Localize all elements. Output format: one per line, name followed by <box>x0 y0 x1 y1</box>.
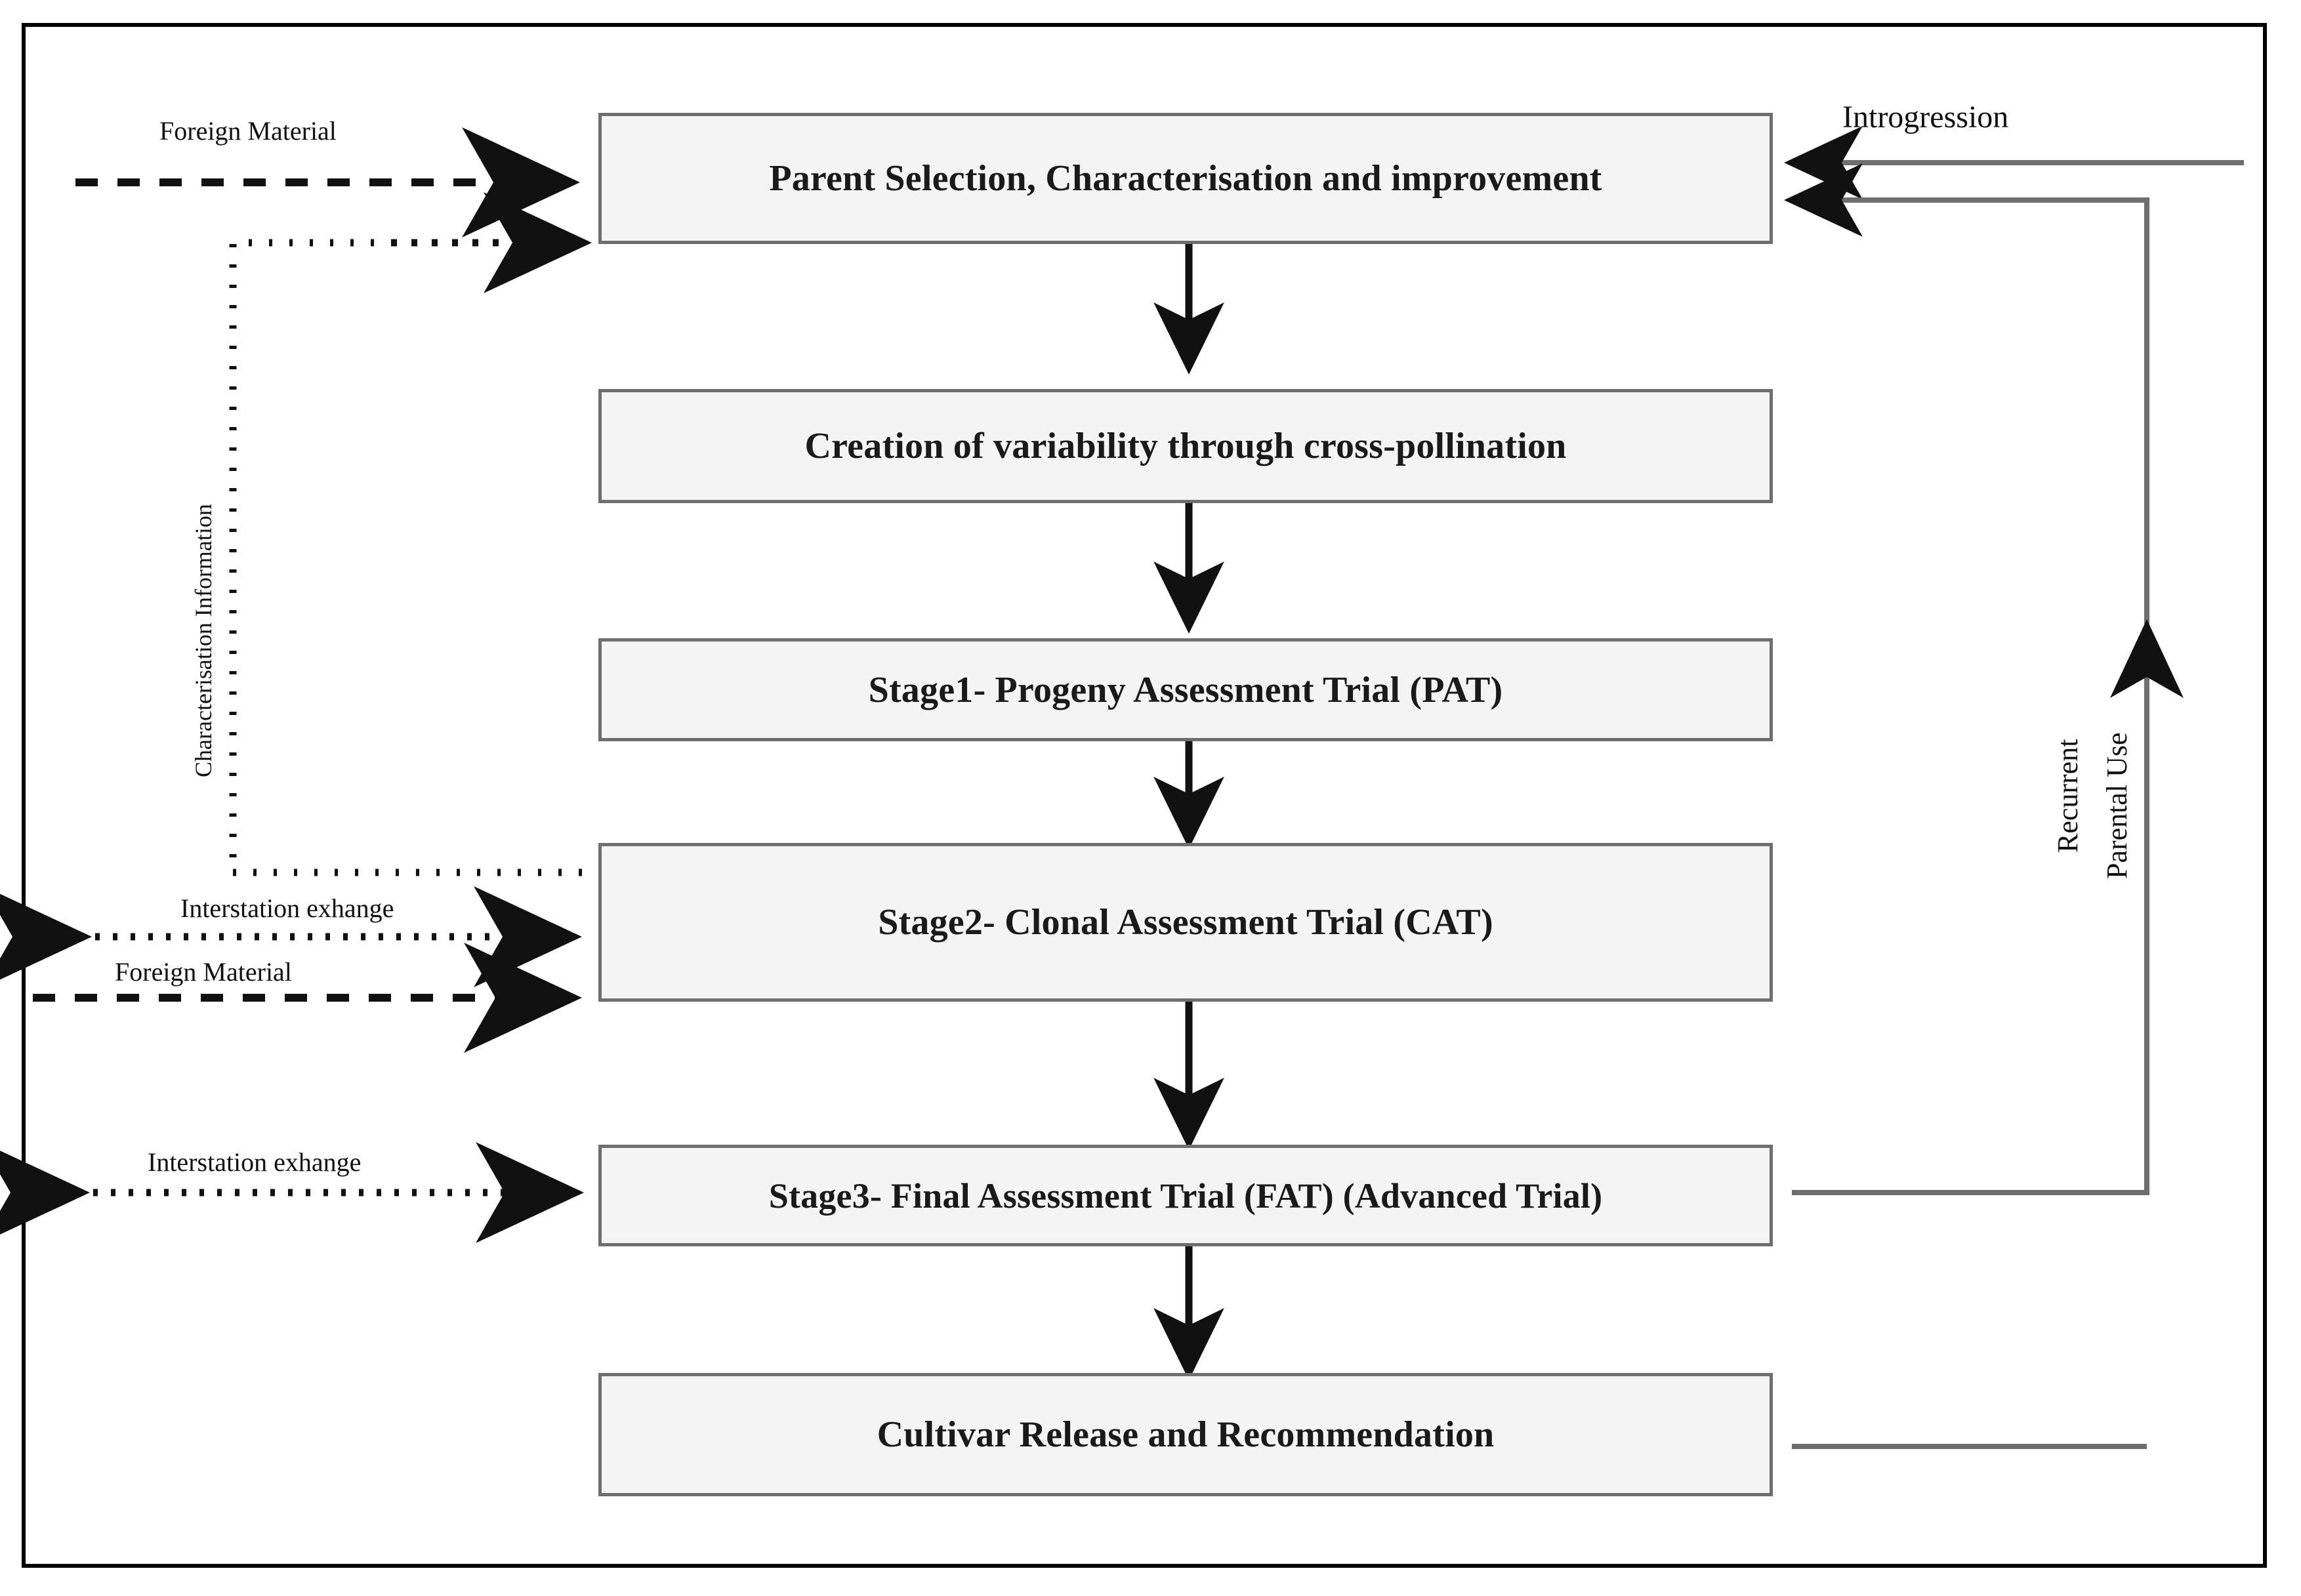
node-label: Creation of variability through cross-po… <box>804 426 1567 466</box>
edge-label-foreign-material-top: Foreign Material <box>159 116 337 146</box>
edge-label-recurrent-parental-use-line2: Parental Use <box>2101 732 2133 879</box>
node-creation-of-variability[interactable]: Creation of variability through cross-po… <box>598 389 1773 503</box>
node-label: Cultivar Release and Recommendation <box>877 1414 1495 1455</box>
node-stage1-pat[interactable]: Stage1- Progeny Assessment Trial (PAT) <box>598 638 1773 741</box>
edge-label-introgression: Introgression <box>1842 100 2009 134</box>
node-label: Parent Selection, Characterisation and i… <box>769 158 1602 199</box>
edge-label-interstation-exchange-stage3: Interstation exhange <box>148 1147 362 1177</box>
node-cultivar-release[interactable]: Cultivar Release and Recommendation <box>598 1373 1773 1496</box>
edge-label-foreign-material-stage2: Foreign Material <box>115 957 292 987</box>
node-stage2-cat[interactable]: Stage2- Clonal Assessment Trial (CAT) <box>598 843 1773 1002</box>
node-label: Stage3- Final Assessment Trial (FAT) (Ad… <box>768 1176 1603 1216</box>
edge-label-recurrent-parental-use-line1: Recurrent <box>2052 739 2084 853</box>
figure-frame <box>22 23 2267 1568</box>
node-label: Stage2- Clonal Assessment Trial (CAT) <box>878 902 1493 943</box>
edge-label-characterisation-information: Characterisation Information <box>190 504 217 777</box>
edge-label-interstation-exchange-stage2: Interstation exhange <box>180 893 394 923</box>
node-stage3-fat[interactable]: Stage3- Final Assessment Trial (FAT) (Ad… <box>598 1145 1773 1246</box>
node-label: Stage1- Progeny Assessment Trial (PAT) <box>868 669 1503 710</box>
node-parent-selection[interactable]: Parent Selection, Characterisation and i… <box>598 113 1773 244</box>
